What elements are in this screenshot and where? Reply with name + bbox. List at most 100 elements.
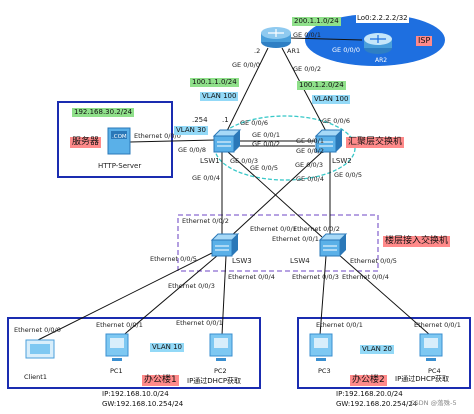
office1-vlan: VLAN 10 [150,343,185,352]
switch-lsw4-icon[interactable] [318,233,348,257]
office2-ip: IP:192.168.20.0/24 [336,390,403,398]
pc4-name: PC4 [428,367,441,375]
net-right-label: 100.1.2.0/24 [297,81,346,90]
svg-text:.COM: .COM [112,134,127,140]
access-port-i: Ethernet 0/0/3 [292,273,339,281]
access-layer-box [177,214,379,272]
access-port-d: Ethernet 0/0/1 [272,235,319,243]
aggregation-tag: 汇聚层交换机 [346,137,405,148]
client1-icon[interactable] [25,339,55,359]
access-port-g: Ethernet 0/0/3 [168,282,215,290]
office2-tag: 办公楼2 [350,375,387,386]
lsw1-port-6: GE 0/0/6 [240,119,268,127]
client1-name: Client1 [24,373,47,381]
pc2-icon[interactable] [209,333,233,361]
isp-tag: ISP [416,36,433,46]
isp-network-label: 200.1.1.0/24 [292,17,341,26]
pc4-icon[interactable] [419,333,443,361]
lsw2-port-5: GE 0/0/5 [334,171,362,179]
ar2-name: AR2 [375,57,388,64]
pc2-name: PC2 [214,367,227,375]
lsw1-port-1: GE 0/0/1 [252,131,280,139]
access-port-a: Ethernet 0/0/2 [182,217,229,225]
server-name: HTTP-Server [98,162,142,170]
office1-ip: IP:192.168.10.0/24 [102,390,169,398]
office1-port-client: Ethernet 0/0/0 [14,326,61,334]
office2-port-pc4: Ethernet 0/0/1 [414,321,461,329]
ar1-ge1-label: GE 0/0/1 [293,31,321,39]
lsw1-port-2: GE 0/0/2 [252,140,280,148]
ar1-ge2-label: GE 0/0/2 [293,65,321,73]
lsw2-port-1: GE 0/0/1 [296,137,324,145]
switch-lsw2-icon[interactable] [314,129,344,153]
access-layer-tag: 楼层接入交换机 [383,236,451,247]
lsw4-name: LSW4 [290,257,310,265]
office2-box [297,317,471,389]
switch-lsw1-icon[interactable] [212,129,242,153]
lsw1-name: LSW1 [200,157,220,165]
router-ar1-icon[interactable] [261,27,291,48]
link-ar1-lsw1 [224,47,269,136]
link-lsw3-client1 [37,251,215,341]
link-lsw3-pc2 [221,255,227,336]
access-port-c: Ethernet 0/0/5 [150,255,197,263]
office2-gw: GW:192.168.20.254/24 [336,400,418,408]
lsw2-port-4: GE 0/0/4 [296,175,324,183]
office1-port-pc2: Ethernet 0/0/1 [176,319,223,327]
link-lsw1-lsw4 [227,151,323,238]
link-ar1-lsw2 [281,47,329,136]
lsw2-port-3: GE 0/0/3 [295,161,323,169]
watermark: CSDN @落殊-5 [410,399,457,407]
access-port-h: Ethernet 0/0/4 [228,273,275,281]
vlan-right-label: VLAN 100 [312,95,351,104]
office1-dhcp: IP通过DHCP获取 [186,377,243,386]
office2-vlan: VLAN 20 [360,345,395,354]
switch-lsw3-icon[interactable] [210,233,240,257]
lsw2-port-6: GE 0/0/6 [322,117,350,125]
server-icon[interactable]: .COM [107,127,131,155]
pc3-icon[interactable] [309,333,333,361]
office2-port-pc3: Ethernet 0/0/1 [316,321,363,329]
ar1-name: AR1 [287,47,301,55]
access-port-b: Ethernet 0/0/1 [250,225,297,233]
ar2-ge-label: GE 0/0/0 [332,46,360,54]
link-lsw4-pc3 [319,255,327,336]
lsw1-dot1-label: .1 [222,116,229,124]
lsw1-port-5: GE 0/0/5 [250,164,278,172]
access-port-j: Ethernet 0/0/4 [342,273,389,281]
server-port-label: Ethernet 0/0/0 [134,132,181,140]
vlan-left-label: VLAN 100 [200,92,239,101]
office1-gw: GW:192.168.10.254/24 [102,400,184,408]
link-lsw2-lsw3 [229,151,323,238]
server-box [57,101,173,178]
pc3-name: PC3 [318,367,331,375]
lsw1-dot254-label: .254 [192,116,208,124]
link-lsw4-pc4 [337,253,431,336]
ar1-ge0-label: GE 0/0/0 [232,61,260,69]
access-port-f: Ethernet 0/0/5 [350,257,397,265]
server-ip-label: 192.168.30.2/24 [72,108,135,117]
router-ar2-icon[interactable] [364,33,392,54]
link-ar1-ar2 [289,37,363,41]
link-lsw3-pc1 [119,254,219,339]
pc1-icon[interactable] [105,333,129,361]
pc1-name: PC1 [110,367,123,375]
server-tag: 服务器 [70,137,102,148]
access-port-e: Ethernet 0/0/2 [293,225,340,233]
lsw1-vlan-label: VLAN 30 [174,126,209,135]
link-server-lsw1 [129,139,216,143]
net-left-label: 100.1.1.0/24 [190,78,239,87]
office1-port-pc1: Ethernet 0/0/1 [96,321,143,329]
ar2-loopback-label: Lo0:2.2.2.2/32 [356,14,409,23]
lsw2-port-2: GE 0/0/2 [296,147,324,155]
lsw1-port-8: GE 0/0/8 [178,146,206,154]
office2-dhcp: IP通过DHCP获取 [394,375,451,384]
lsw1-port-3: GE 0/0/3 [230,157,258,165]
office1-tag: 办公楼1 [142,375,179,386]
lsw1-port-4: GE 0/0/4 [192,174,220,182]
ar1-dot2-label: .2 [254,47,261,55]
lsw2-name: LSW2 [332,157,352,165]
office1-box [7,317,261,389]
